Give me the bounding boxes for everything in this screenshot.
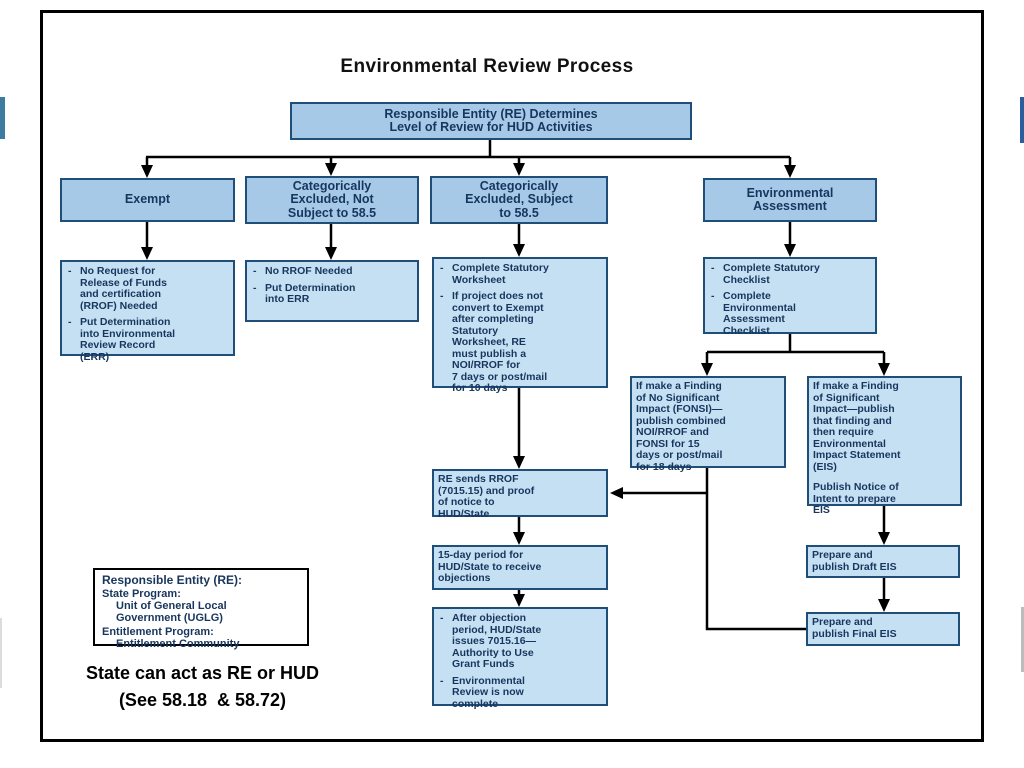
legend-title: Responsible Entity (RE): xyxy=(102,573,243,587)
branch-box-exempt: Exempt xyxy=(60,178,235,222)
detail-box-exempt: No Request for Release of Funds and cert… xyxy=(60,260,235,362)
bullet-item: If project does not convert to Exempt af… xyxy=(437,290,604,395)
legend-state-value: Unit of General Local Government (UGLG) xyxy=(116,600,227,624)
objection-period-box: 15-day period for HUD/State to receive o… xyxy=(432,545,608,590)
significant-impact-box: If make a Finding of Significant Impact—… xyxy=(807,376,962,516)
edge-artifact-left-bottom xyxy=(0,618,2,688)
detail-box-environmental-assessment: Complete Statutory Checklist Complete En… xyxy=(703,257,877,337)
legend-box: Responsible Entity (RE): State Program: … xyxy=(93,568,309,650)
publish-notice-text: Publish Notice of Intent to prepare EIS xyxy=(813,481,899,516)
branch-box-catex-not-subject: Categorically Excluded, Not Subject to 5… xyxy=(245,176,419,224)
fonsi-box: If make a Finding of No Significant Impa… xyxy=(630,376,786,472)
bullet-item: No Request for Release of Funds and cert… xyxy=(65,265,231,312)
final-eis-box: Prepare and publish Final EIS xyxy=(806,612,960,646)
bullet-item: Complete Statutory Worksheet xyxy=(437,262,604,286)
bullet-item: Put Determination into ERR xyxy=(250,282,415,306)
legend-entitlement-value: Entitlement Community xyxy=(116,638,240,650)
determine-box: Responsible Entity (RE) Determines Level… xyxy=(290,102,692,140)
detail-box-catex-subject: Complete Statutory Worksheet If project … xyxy=(432,257,608,394)
bullet-item: After objection period, HUD/State issues… xyxy=(437,612,604,671)
bullet-item: Put Determination into Environmental Rev… xyxy=(65,316,231,363)
bullet-item: Environmental Review is now complete xyxy=(437,675,604,711)
bullet-item: No RROF Needed xyxy=(250,265,415,278)
legend-state-label: State Program: xyxy=(102,588,181,600)
legend-entitlement-label: Entitlement Program: xyxy=(102,626,214,638)
draft-eis-box: Prepare and publish Draft EIS xyxy=(806,545,960,578)
edge-artifact-right-top xyxy=(1020,97,1024,143)
bullet-item: Complete Environmental Assessment Checkl… xyxy=(708,290,873,337)
diagram-title: Environmental Review Process xyxy=(340,56,634,77)
edge-artifact-left-top xyxy=(0,97,5,139)
bullet-item: Complete Statutory Checklist xyxy=(708,262,873,286)
branch-box-catex-subject: Categorically Excluded, Subject to 58.5 xyxy=(430,176,608,224)
detail-box-catex-not-subject: No RROF Needed Put Determination into ER… xyxy=(245,260,419,322)
significant-impact-text: If make a Finding of Significant Impact—… xyxy=(813,380,901,473)
review-complete-box: After objection period, HUD/State issues… xyxy=(432,607,608,709)
rrof-box: RE sends RROF (7015.15) and proof of not… xyxy=(432,469,608,519)
slide-frame xyxy=(40,10,984,742)
branch-box-environmental-assessment: Environmental Assessment xyxy=(703,178,877,222)
edge-artifact-right-bottom xyxy=(1021,607,1024,672)
note-text: State can act as RE or HUD (See 58.18 & … xyxy=(85,663,320,710)
